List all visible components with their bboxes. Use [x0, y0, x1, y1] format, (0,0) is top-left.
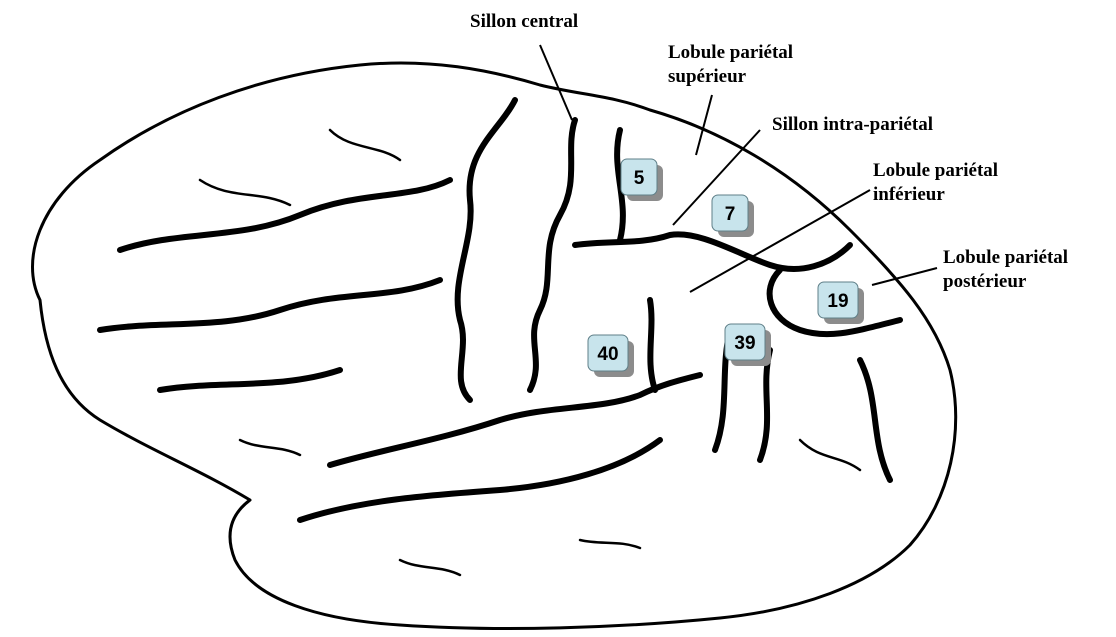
area-badge-19: 19 — [818, 282, 864, 324]
brain-outline — [33, 63, 956, 629]
label-central-sulcus: Sillon central — [470, 11, 578, 32]
label-superior-parietal-line1: Lobule pariétal — [668, 42, 793, 63]
label-posterior-parietal-line2: postérieur — [943, 271, 1027, 292]
label-inferior-parietal-line1: Lobule pariétal — [873, 160, 998, 181]
area-number-7: 7 — [725, 204, 736, 225]
label-posterior-parietal-line1: Lobule pariétal — [943, 247, 1068, 268]
area-badge-5: 5 — [621, 159, 663, 201]
area-badge-7: 7 — [712, 195, 754, 237]
area-badge-40: 40 — [588, 335, 634, 377]
label-inferior-parietal-line2: inférieur — [873, 184, 945, 205]
area-number-39: 39 — [734, 333, 755, 354]
area-number-5: 5 — [634, 168, 645, 189]
label-intraparietal-sulcus: Sillon intra-pariétal — [772, 114, 933, 135]
label-superior-parietal-line2: supérieur — [668, 66, 747, 87]
area-number-40: 40 — [597, 344, 618, 365]
area-number-19: 19 — [827, 291, 848, 312]
area-badge-39: 39 — [725, 324, 771, 366]
